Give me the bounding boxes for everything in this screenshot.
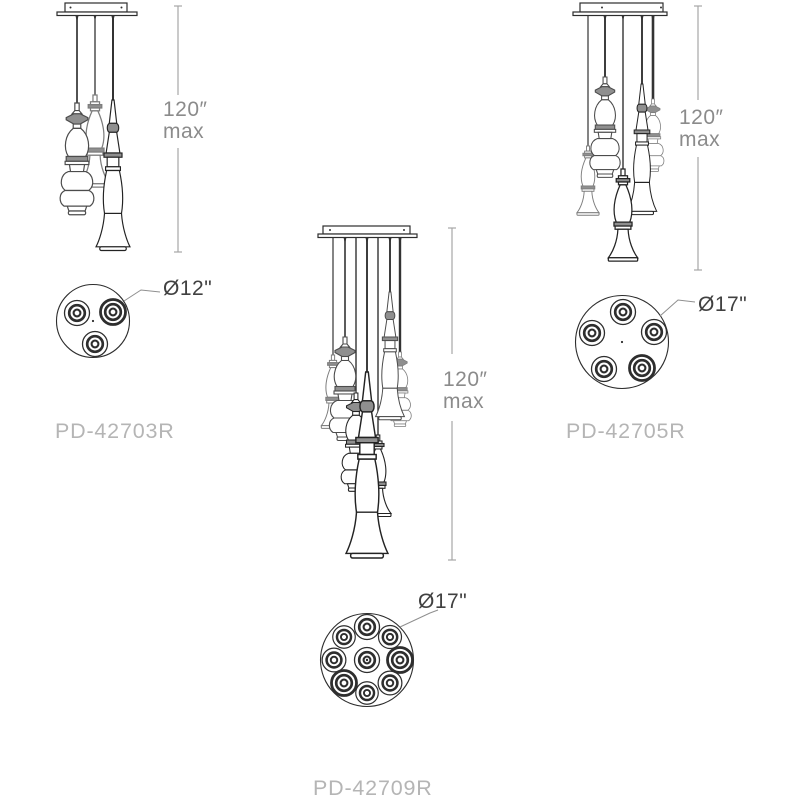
- canopy: [317, 225, 418, 239]
- diameter-leader-line: [123, 289, 161, 302]
- max-height-label: 120″ max: [163, 99, 207, 143]
- max-height-value: 120″: [163, 98, 208, 121]
- canopy: [56, 2, 138, 17]
- height-dimension-line: [694, 5, 702, 271]
- canopy-diameter-label: Ø17": [418, 590, 468, 613]
- canopy-center-dot: [365, 658, 369, 662]
- fixture-pd42709r-group: 120″ max Ø17" PD-42709R: [280, 218, 540, 800]
- product-code-label: PD-42703R: [55, 419, 175, 443]
- max-height-value: 120″: [679, 106, 724, 129]
- diameter-leader-line: [399, 609, 439, 628]
- cords: [75, 15, 115, 104]
- fixture-pd42705r-top-view: [574, 294, 696, 390]
- pendants: [59, 94, 131, 252]
- pendants: [576, 76, 665, 262]
- fixture-pd42709r-top-view: [319, 609, 439, 708]
- light-positions: [578, 298, 668, 383]
- canopy: [572, 2, 668, 17]
- product-code-label: PD-42709R: [313, 776, 433, 800]
- fixture-pd42705r-side-view: [572, 2, 702, 271]
- light-positions: [63, 298, 127, 358]
- cords: [587, 15, 655, 169]
- max-height-unit: max: [679, 128, 721, 151]
- height-dimension-line: [448, 227, 456, 561]
- canopy-diameter-label: Ø12": [163, 277, 213, 300]
- max-height-label: 120″ max: [443, 369, 487, 413]
- canopy-center-dot: [91, 319, 95, 323]
- canopy-center-dot: [620, 340, 624, 344]
- max-height-label: 120″ max: [679, 107, 723, 151]
- max-height-value: 120″: [443, 368, 488, 391]
- fixture-pd42703r-top-view: [55, 283, 161, 359]
- canopy-diameter-label: Ø17": [698, 293, 748, 316]
- fixture-pd42703r-group: 120″ max Ø12" PD-42703R: [0, 0, 260, 450]
- max-height-unit: max: [443, 390, 485, 413]
- fixture-pd42709r-side-view: [317, 225, 456, 561]
- fixture-pd42705r-group: 120″ max Ø17" PD-42705R: [540, 0, 800, 450]
- product-code-label: PD-42705R: [566, 419, 686, 443]
- fixture-pd42703r-side-view: [56, 2, 182, 253]
- diameter-leader-line: [659, 299, 696, 317]
- max-height-unit: max: [163, 120, 205, 143]
- cords: [332, 237, 402, 435]
- height-dimension-line: [174, 5, 182, 253]
